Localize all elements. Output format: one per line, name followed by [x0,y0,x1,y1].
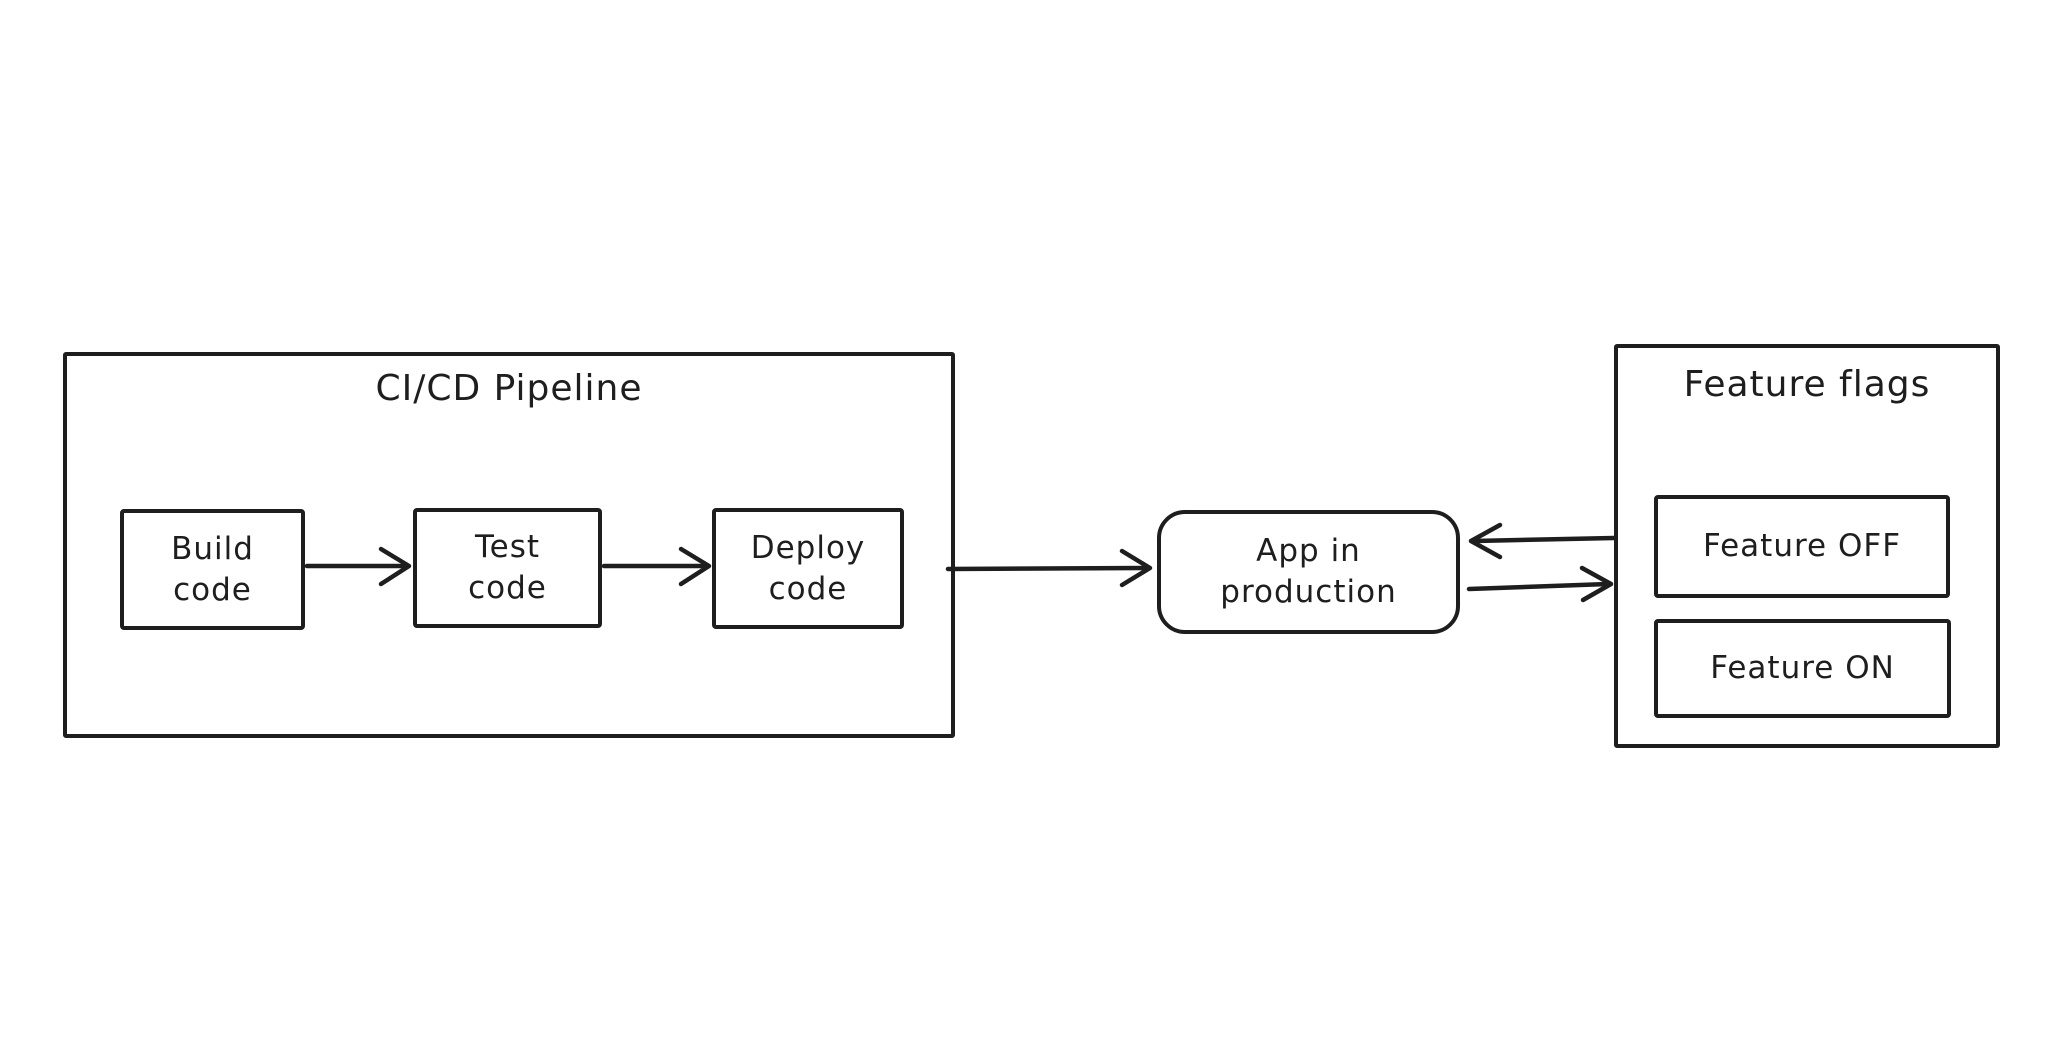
test-code-label: Test code [468,529,547,606]
deploy-code-label: Deploy code [750,529,866,607]
build-code-label: Build code [171,530,254,608]
arrow-app-to-flags [1466,565,1614,603]
feature-flags-container: Feature flags [1614,344,2000,748]
cicd-pipeline-title: CI/CD Pipeline [375,368,643,409]
cicd-pipeline-container: CI/CD Pipeline [63,352,955,738]
app-in-production-label: App in production [1220,533,1397,610]
feature-off-label: Feature OFF [1702,528,1902,565]
feature-on-label: Feature ON [1710,650,1895,687]
arrow-flags-to-app [1468,522,1617,560]
arrow-pipeline-to-app [945,548,1153,588]
app-in-production-box: App in production [1157,510,1460,634]
test-code-box: Test code [413,508,602,628]
deploy-code-box: Deploy code [712,508,904,629]
feature-off-box: Feature OFF [1654,495,1950,598]
feature-flags-title: Feature flags [1683,364,1931,405]
feature-on-box: Feature ON [1654,619,1951,718]
build-code-box: Build code [120,509,305,630]
